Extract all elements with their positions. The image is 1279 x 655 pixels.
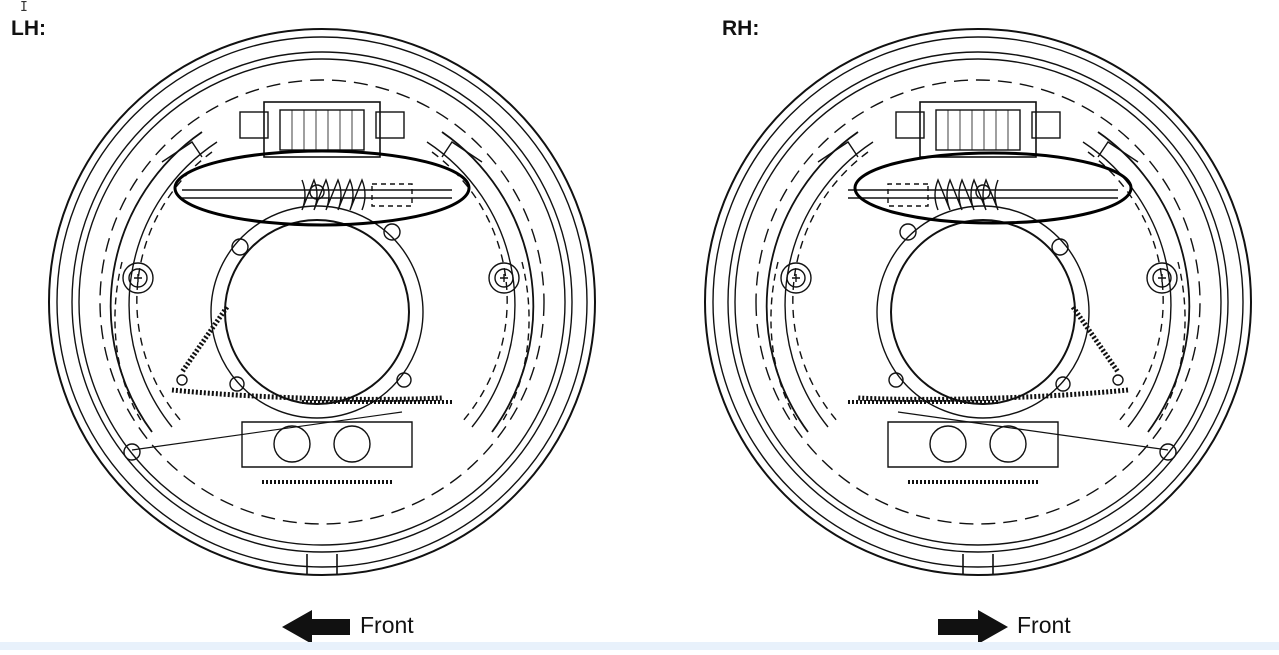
lh-label: LH: [11,17,46,40]
lh-front-arrow-icon [282,610,350,644]
lh-spring-highlight-ellipse [173,149,471,227]
lh-front-text: Front [360,612,414,638]
rh-spring-highlight-ellipse [853,151,1133,225]
lh-brake-assembly [49,29,595,575]
rh-front-text: Front [1017,612,1071,638]
rh-brake-assembly [705,29,1251,575]
bottom-strip [0,642,1279,650]
rh-front-arrow-icon [938,610,1008,644]
rh-label: RH: [722,17,760,40]
text-cursor-icon: I [20,0,28,15]
